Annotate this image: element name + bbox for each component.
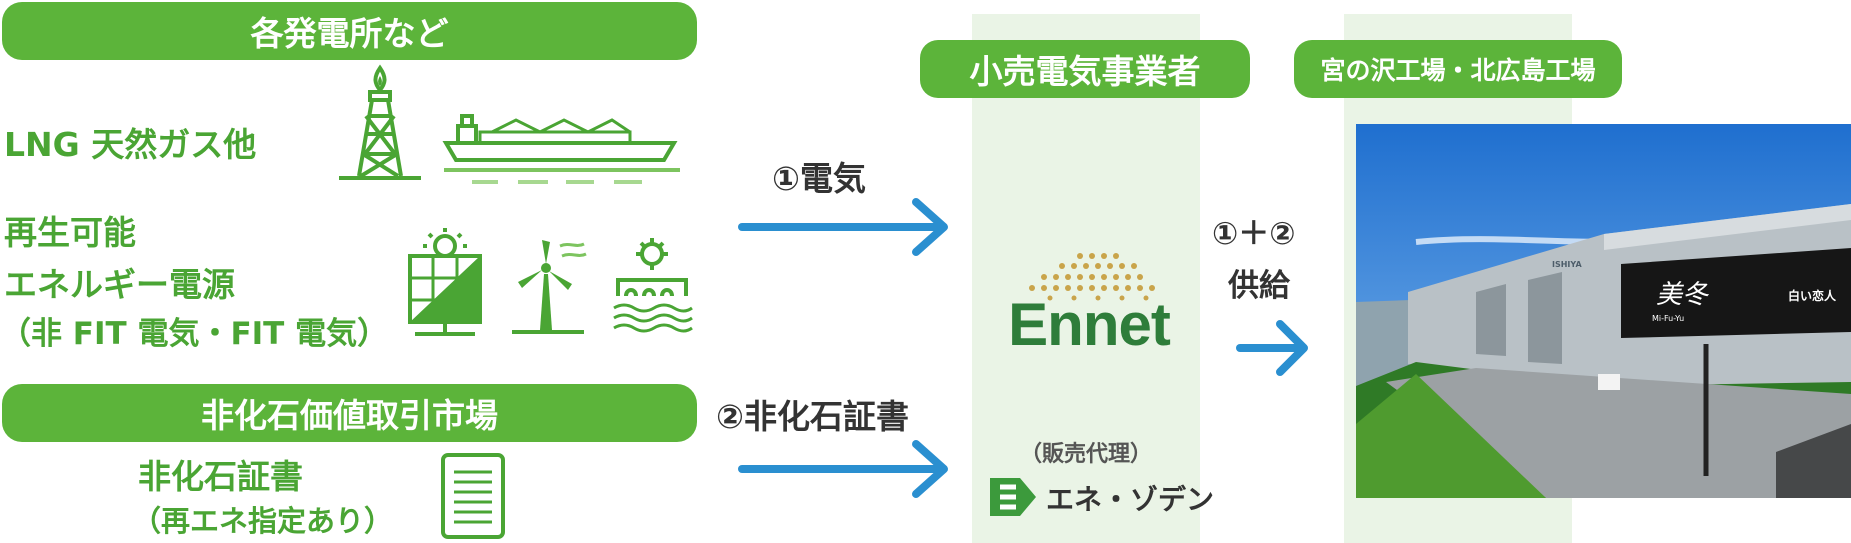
electricity-arrow-icon [738, 198, 948, 256]
hydro-power-icon [613, 238, 693, 333]
retailer-panel [972, 14, 1200, 543]
certificate-arrow-icon [738, 440, 948, 498]
supply-arrow-icon [1236, 320, 1308, 376]
lng-label: LNG 天然ガス他 [4, 125, 257, 164]
ennet-logo-text: Ennet [1008, 291, 1171, 358]
ennet-logo-dots-icon [1029, 253, 1155, 301]
supply-label-line2: 供給 [1228, 268, 1290, 304]
renewable-label-line1: 再生可能 [4, 213, 136, 252]
sales-agent-label: （販売代理） [1020, 442, 1153, 467]
electricity-flow-label: ①電気 [772, 159, 866, 198]
retailer-header: 小売電気事業者 [920, 40, 1250, 98]
renewable-label-line2: エネルギー電源 [4, 265, 235, 304]
enezoden-logo-text: エネ・ゾデン [1046, 483, 1215, 516]
supply-label-line1: ①＋② [1212, 216, 1296, 252]
certificate-document-icon [441, 453, 505, 539]
lng-tanker-icon [442, 114, 680, 184]
solar-panel-icon [408, 228, 482, 336]
factory-sign-sub: Mi-Fu-Yu [1652, 314, 1685, 323]
factory-photo: 美冬 Mi-Fu-Yu 白い恋人 ISHIYA [1356, 124, 1851, 498]
market-header: 非化石価値取引市場 [2, 384, 697, 442]
sources-header: 各発電所など [2, 2, 697, 60]
certificate-label-line1: 非化石証書 [138, 457, 303, 496]
factory-sign-brand: 白い恋人 [1788, 289, 1837, 303]
factory-sign-script: 美冬 [1656, 280, 1709, 310]
certificate-flow-label: ②非化石証書 [716, 397, 909, 436]
enezoden-logo-icon [990, 478, 1036, 516]
renewable-label-line3: （非 FIT 電気・FIT 電気） [0, 316, 389, 352]
certificate-label-line2: （再エネ指定あり） [132, 504, 394, 538]
gas-rig-icon [339, 64, 421, 180]
factory-header: 宮の沢工場・北広島工場 [1294, 40, 1622, 98]
factory-wall-text: ISHIYA [1552, 260, 1582, 269]
wind-turbine-icon [512, 240, 587, 334]
